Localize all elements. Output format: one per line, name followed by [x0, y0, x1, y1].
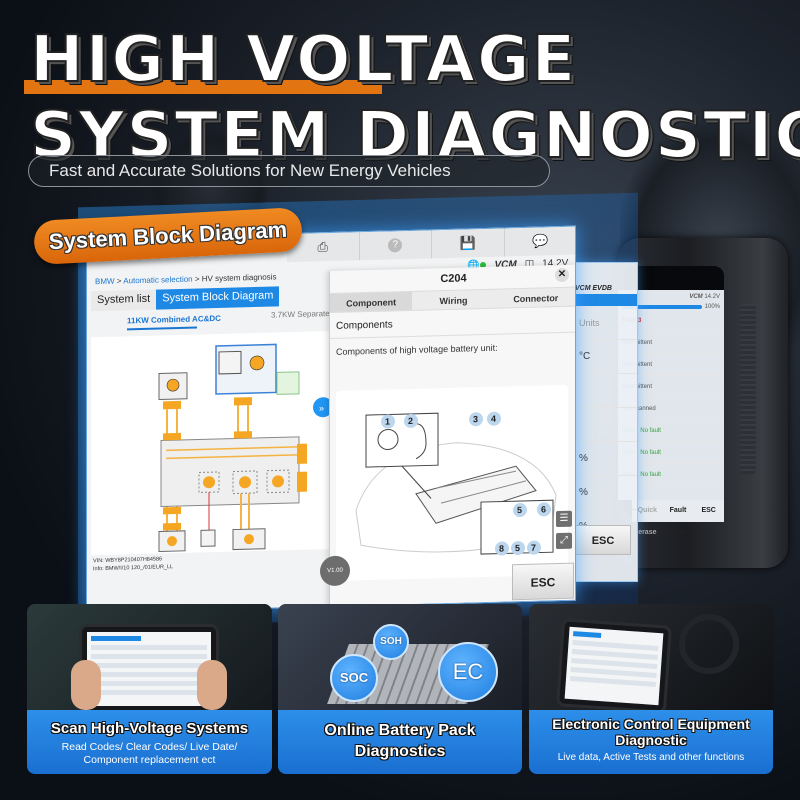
- help-icon[interactable]: ?: [359, 230, 432, 261]
- svg-text:7: 7: [531, 543, 536, 553]
- card-desc: Read Codes/ Clear Codes/ Live Date/: [61, 741, 238, 753]
- card-desc: Component replacement ect: [83, 754, 216, 766]
- svg-text:5: 5: [515, 543, 520, 553]
- tab-system-block-diagram[interactable]: System Block Diagram: [156, 286, 280, 310]
- unit-cell: [569, 408, 637, 442]
- tab-wiring[interactable]: Wiring: [439, 295, 468, 307]
- tablet-row[interactable]: Pass | No fault: [618, 464, 724, 486]
- units-panel: VCM EVDB Units °C % % % ESC: [568, 262, 638, 582]
- component-dialog: C204 ✕ Component Wiring Connector Compon…: [320, 264, 576, 609]
- unit-cell: %: [569, 442, 637, 476]
- units-panel-status: VCM EVDB: [575, 285, 612, 292]
- unit-cell: °C: [569, 340, 637, 374]
- mini-tablet: [556, 618, 672, 714]
- ec-bubble: EC: [438, 642, 498, 702]
- info-line: Info: BMW/I/10 120_/01/EUR_LL: [93, 564, 174, 573]
- svg-text:3: 3: [473, 414, 478, 424]
- progress-value: 100%: [704, 304, 720, 310]
- progress-bar: [622, 305, 702, 309]
- main-screen: ⎙ ? 💾 💬 🌐 VCM ◫ 14.2V BMW > Automatic se…: [86, 225, 576, 614]
- units-header: Units: [569, 306, 637, 340]
- tablet-row[interactable]: Pass | No fault: [618, 420, 724, 442]
- breadcrumb-separator: >: [114, 276, 124, 286]
- card-desc: Live data, Active Tests and other functi…: [557, 752, 745, 763]
- quick-erase-button[interactable]: Quick erase: [637, 507, 658, 536]
- battery-unit-illustration[interactable]: 1 2 3 4 5 6 8 5 7: [336, 384, 568, 581]
- save-icon[interactable]: 💾: [432, 228, 505, 259]
- units-panel-header-bar: [569, 294, 637, 306]
- tablet-vcm-label: VCM: [689, 294, 705, 300]
- svg-text:8: 8: [499, 543, 504, 553]
- mini-tablet: [79, 624, 219, 714]
- tablet-device: VCM 14.2V 100% Fault 3 Intermittent Inte…: [618, 238, 788, 568]
- tab-connector[interactable]: Connector: [513, 293, 559, 305]
- svg-text:2: 2: [408, 416, 413, 426]
- svg-text:5: 5: [517, 505, 522, 515]
- card-band: Electronic Control Equipment Diagnostic …: [529, 710, 773, 774]
- hand-left: [71, 660, 101, 710]
- battery-illustration-svg: 1 2 3 4 5 6 8 5 7: [355, 411, 557, 556]
- feature-card-scan[interactable]: Scan High-Voltage Systems Read Codes/ Cl…: [27, 604, 272, 774]
- subtab-label: 11KW Combined AC&DC: [127, 313, 221, 326]
- feature-card-battery[interactable]: SOC SOH EC Online Battery Pack Diagnosti…: [278, 604, 522, 774]
- unit-cell: [569, 374, 637, 408]
- tablet-grip: [740, 304, 756, 474]
- tablet-button-bar: Quick erase Fault scan ESC: [632, 500, 724, 536]
- card-photo: [529, 604, 773, 714]
- svg-text:1: 1: [385, 416, 390, 426]
- breadcrumb-step[interactable]: Automatic selection: [123, 274, 193, 286]
- card-title-line-2: Diagnostics: [354, 743, 446, 760]
- message-icon[interactable]: 💬: [504, 226, 576, 257]
- breadcrumb-current: HV system diagnosis: [201, 272, 277, 284]
- subtab-3-7kw[interactable]: 3.7KW Separate A: [271, 308, 337, 320]
- fullscreen-icon[interactable]: ⤢: [556, 532, 572, 550]
- subtitle: Fast and Accurate Solutions for New Ener…: [28, 155, 550, 187]
- esc-button[interactable]: ESC: [512, 562, 574, 601]
- list-icon[interactable]: ☰: [556, 510, 572, 528]
- feature-card-ecu[interactable]: Electronic Control Equipment Diagnostic …: [529, 604, 773, 774]
- tablet-voltage: 14.2V: [704, 294, 720, 300]
- breadcrumb-brand[interactable]: BMW: [95, 276, 115, 287]
- headline-accent-bar: [24, 80, 382, 94]
- card-photo: [27, 604, 272, 714]
- block-diagram[interactable]: »: [91, 331, 333, 556]
- svg-text:4: 4: [491, 414, 496, 424]
- mini-screen: [87, 632, 211, 706]
- card-title-line-1: Online Battery Pack: [324, 722, 476, 739]
- units-esc-button[interactable]: ESC: [575, 525, 631, 555]
- mini-screen: [564, 626, 664, 706]
- card-band: Online Battery Pack Diagnostics: [278, 710, 522, 774]
- svg-text:6: 6: [541, 504, 546, 514]
- fault-scan-button[interactable]: Fault scan: [669, 507, 687, 536]
- steering-wheel-image: [679, 614, 739, 674]
- card-title-line-1: Electronic Control Equipment: [552, 716, 750, 732]
- tablet-row[interactable]: Pass | No fault: [618, 442, 724, 464]
- tablet-status: VCM 14.2V: [618, 290, 724, 304]
- card-title-line-2: Diagnostic: [615, 732, 687, 748]
- breadcrumb: BMW > Automatic selection > HV system di…: [95, 272, 276, 286]
- headline-line-1: HIGH VOLTAGE: [29, 23, 578, 97]
- tablet-row[interactable]: Not scanned: [618, 398, 724, 420]
- version-badge: V1.00: [320, 555, 350, 587]
- soh-bubble: SOH: [373, 624, 409, 660]
- block-diagram-svg: »: [158, 343, 333, 553]
- vehicle-info: VIN: WBY8P210407H84586 Info: BMW/I/10 12…: [93, 555, 173, 573]
- tablet-esc-button[interactable]: ESC: [701, 507, 716, 514]
- tablet-progress: 100%: [618, 304, 724, 310]
- svg-text:»: »: [319, 403, 324, 413]
- main-tabs: System list System Block Diagram: [91, 286, 280, 312]
- card-photo: SOC SOH EC: [278, 604, 522, 710]
- tab-system-list[interactable]: System list: [91, 289, 157, 312]
- card-title: Scan High-Voltage Systems: [50, 720, 249, 737]
- hand-right: [197, 660, 227, 710]
- breadcrumb-separator: >: [192, 274, 202, 284]
- card-band: Scan High-Voltage Systems Read Codes/ Cl…: [27, 710, 272, 774]
- subtab-11kw[interactable]: 11KW Combined AC&DC: [127, 313, 221, 331]
- unit-cell: %: [569, 476, 637, 510]
- tab-component[interactable]: Component: [330, 291, 413, 313]
- soc-bubble: SOC: [330, 654, 378, 702]
